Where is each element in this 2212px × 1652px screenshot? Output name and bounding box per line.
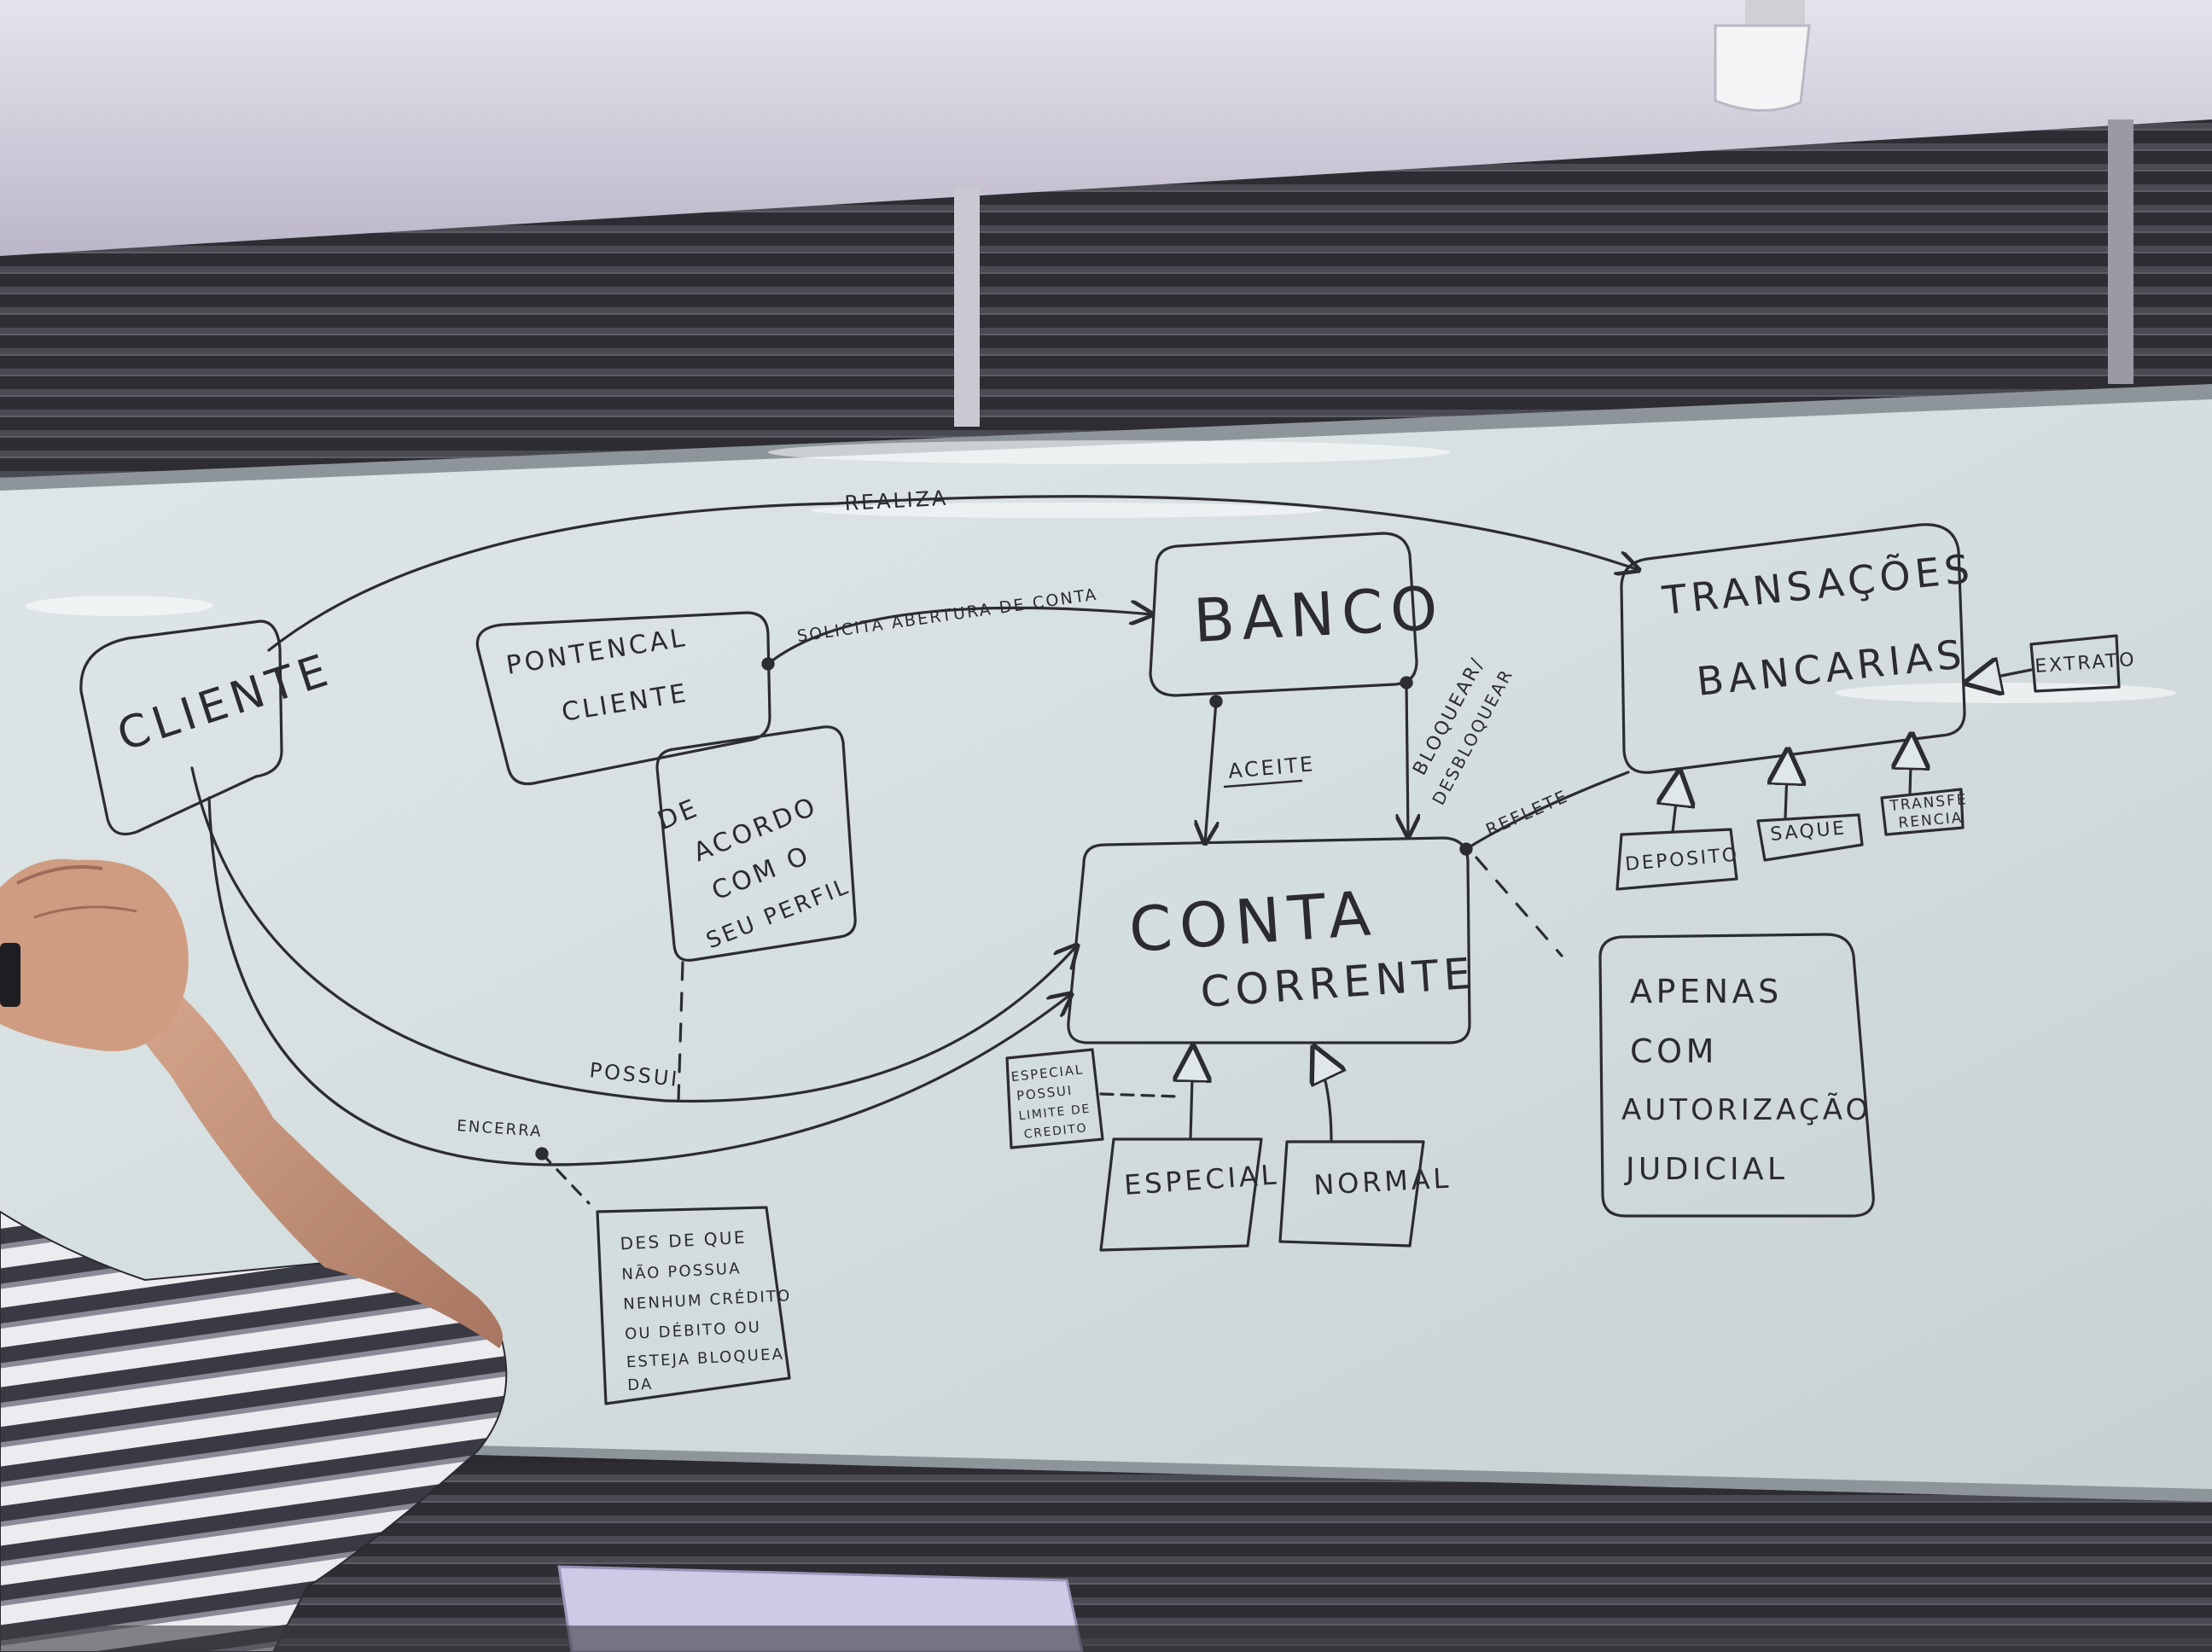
phone bbox=[0, 943, 20, 1007]
diagram bbox=[79, 495, 2121, 1405]
note-judicial-line: AUTORIZAÇÃO bbox=[1621, 1093, 1871, 1127]
note-judicial-line: APENAS bbox=[1630, 973, 1783, 1010]
desk bbox=[0, 1626, 2212, 1652]
finger-crease bbox=[16, 865, 103, 885]
window-frame-pole-right bbox=[2108, 119, 2133, 384]
finger-crease bbox=[33, 905, 137, 919]
node-extrato-box bbox=[2029, 634, 2121, 693]
ceiling-light bbox=[1714, 0, 1811, 113]
edge-solicita bbox=[768, 608, 1152, 664]
edge-aceite bbox=[1205, 701, 1216, 843]
note-encerra-line: DA bbox=[627, 1376, 654, 1395]
window-blinds-top bbox=[0, 119, 2212, 478]
aceite-underline bbox=[1223, 779, 1303, 788]
edge-realiza bbox=[267, 495, 1639, 652]
inherit-extrato bbox=[1967, 670, 2033, 683]
edge-possui-lower bbox=[207, 796, 1071, 1166]
note-judicial-box bbox=[1598, 933, 1875, 1218]
note-limite-box bbox=[1005, 1048, 1104, 1149]
note-judicial: APENAS COM AUTORIZAÇÃO JUDICIAL bbox=[1621, 973, 1871, 1187]
link-judicial bbox=[1475, 856, 1563, 957]
inherit-normal bbox=[1314, 1048, 1331, 1143]
label-banco: BANCO bbox=[1192, 573, 1447, 656]
hand bbox=[0, 858, 189, 1051]
note-encerra-box bbox=[596, 1206, 791, 1405]
person-photographer bbox=[0, 858, 508, 1652]
edge-bloquear bbox=[1406, 683, 1408, 836]
node-deposito-box bbox=[1615, 828, 1738, 891]
inherit-especial bbox=[1190, 1048, 1193, 1141]
forearm bbox=[111, 956, 504, 1348]
label-conta-1: CONTA bbox=[1126, 877, 1380, 966]
note-limite-line: CREDITO bbox=[1023, 1121, 1088, 1142]
label-normal: NORMAL bbox=[1313, 1162, 1452, 1201]
inherit-deposito bbox=[1673, 772, 1679, 834]
window-blinds-bottom bbox=[0, 1451, 2212, 1652]
note-perfil-box bbox=[655, 725, 857, 962]
node-normal-box bbox=[1278, 1140, 1425, 1248]
node-saque-box bbox=[1756, 813, 1864, 862]
link-perfil bbox=[677, 961, 684, 1102]
window-frame-pole bbox=[954, 188, 980, 427]
edge-possui bbox=[190, 766, 1077, 1103]
node-especial-box bbox=[1099, 1137, 1263, 1252]
label-edge-realiza: REALIZA bbox=[844, 486, 949, 515]
node-transferencia-box bbox=[1880, 788, 1965, 836]
inherit-transferencia bbox=[1910, 736, 1912, 795]
note-judicial-line: COM bbox=[1630, 1032, 1718, 1070]
node-cliente-box bbox=[79, 620, 283, 836]
board-glare bbox=[26, 440, 2176, 703]
node-banco-box bbox=[1149, 532, 1418, 697]
edge-encerra bbox=[535, 1147, 591, 1205]
edge-reflete bbox=[1459, 771, 1630, 856]
node-conta-box bbox=[1067, 836, 1471, 1044]
link-limite bbox=[1099, 1092, 1179, 1098]
inherit-saque bbox=[1785, 751, 1788, 819]
note-judicial-line: JUDICIAL bbox=[1624, 1152, 1788, 1187]
node-potencial-box bbox=[475, 611, 771, 786]
